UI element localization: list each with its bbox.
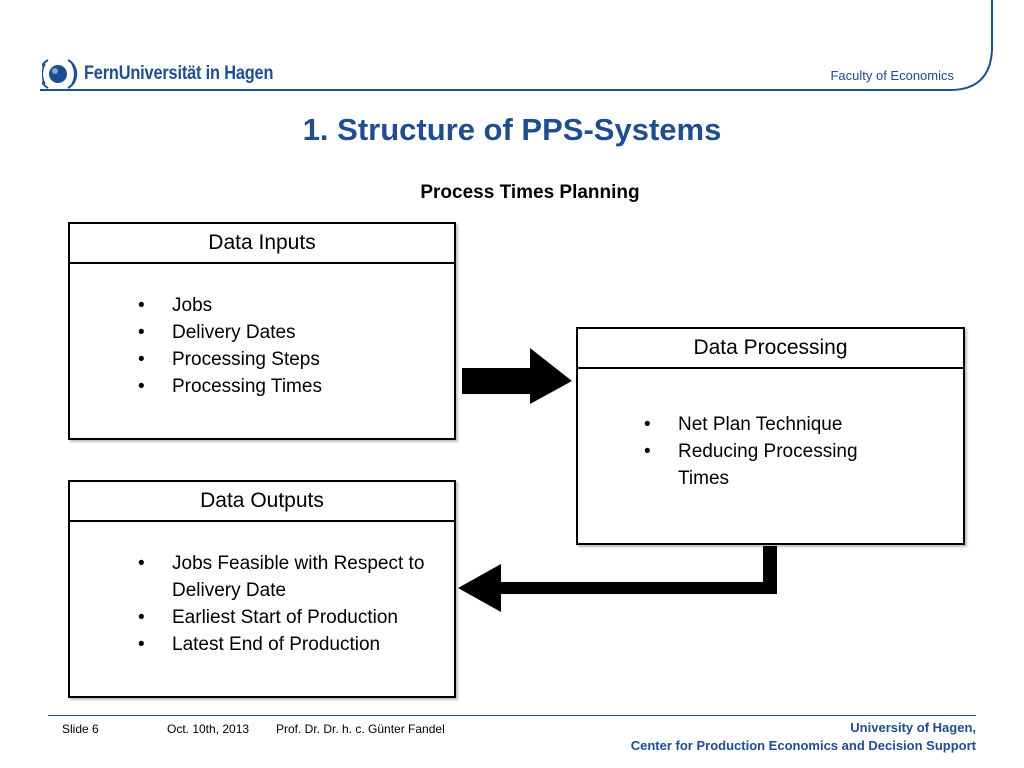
footer-author: Prof. Dr. Dr. h. c. Günter Fandel [276, 722, 445, 736]
list-item: • Earliest Start of Production [138, 604, 448, 631]
data-inputs-box: Data Inputs • Jobs • Delivery Dates • Proce… [68, 222, 456, 440]
bullet: • [138, 295, 145, 316]
data-processing-title: Data Processing [578, 329, 963, 369]
list-item-text: Earliest Start of Production [172, 607, 398, 628]
data-outputs-list: • Jobs Feasible with Respect to Delivery … [138, 550, 448, 658]
bullet: • [644, 414, 651, 435]
bullet: • [138, 376, 145, 397]
bullet: • [138, 349, 145, 370]
bullet: • [138, 322, 145, 343]
list-item-text: Processing Times [172, 376, 322, 397]
faculty-label: Faculty of Economics [830, 68, 954, 83]
header-decoration [40, 0, 993, 91]
slide-subtitle: Process Times Planning [420, 182, 640, 203]
list-item: • Processing Steps [138, 346, 322, 373]
list-item-text: Delivery Dates [172, 322, 296, 343]
list-item: • Reducing Processing Times [644, 438, 904, 492]
slide-title: 1. Structure of PPS-Systems [302, 112, 722, 147]
bullet: • [138, 634, 145, 655]
list-item-text: Jobs Feasible with Respect to Delivery D… [172, 553, 425, 601]
bullet: • [138, 553, 145, 574]
data-processing-box: Data Processing • Net Plan Technique • Red… [576, 327, 965, 545]
list-item-text: Processing Steps [172, 349, 320, 370]
footer-org-line-2: Center for Production Economics and Deci… [630, 738, 976, 753]
list-item: • Net Plan Technique [644, 411, 904, 438]
footer-date: Oct. 10th, 2013 [167, 722, 250, 736]
data-outputs-title: Data Outputs [70, 482, 454, 522]
data-inputs-title: Data Inputs [70, 224, 454, 264]
slide-number: Slide 6 [62, 722, 99, 736]
list-item: • Latest End of Production [138, 631, 448, 658]
university-logo-icon [42, 59, 78, 89]
list-item-text: Jobs [172, 295, 213, 316]
list-item: • Jobs [138, 292, 322, 319]
list-item: • Delivery Dates [138, 319, 322, 346]
data-outputs-box: Data Outputs • Jobs Feasible with Respect… [68, 480, 456, 698]
list-item-text: Net Plan Technique [678, 414, 843, 435]
university-logo: FernUniversität in Hagen [42, 54, 304, 94]
arrow-right-icon [462, 348, 572, 404]
list-item-text: Reducing Processing Times [678, 441, 858, 489]
list-item: • Processing Times [138, 373, 322, 400]
footer-org-line-1: University of Hagen, [850, 720, 976, 735]
arrow-left-icon [458, 546, 777, 612]
logo-text: FernUniversität in Hagen [84, 63, 274, 84]
data-processing-list: • Net Plan Technique • Reducing Processing… [644, 411, 904, 492]
bullet: • [644, 441, 651, 462]
bullet: • [138, 607, 145, 628]
footer-organization: University of Hagen, Center for Producti… [631, 719, 976, 755]
data-inputs-list: •Jobs •Delivery Dates •Processing Steps … [138, 292, 322, 400]
footer-divider [48, 715, 976, 716]
list-item: • Jobs Feasible with Respect to Delivery … [138, 550, 448, 604]
list-item-text: Latest End of Production [172, 634, 381, 655]
